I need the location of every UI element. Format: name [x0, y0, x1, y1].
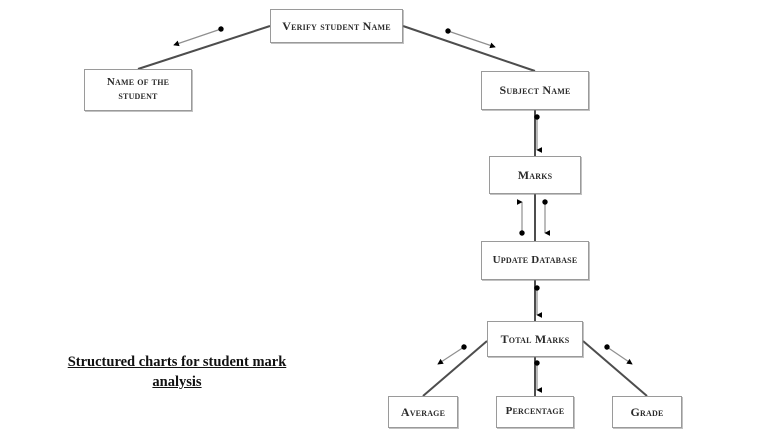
- connector-total-to-average: [422, 340, 488, 397]
- node-label: Grade: [630, 404, 664, 419]
- node-total-marks[interactable]: Total Marks: [487, 321, 583, 357]
- node-label: Marks: [517, 167, 553, 182]
- node-label: Average: [400, 404, 446, 419]
- dataflow-total-to-average: [437, 344, 467, 365]
- node-label: Verify student Name: [282, 18, 391, 33]
- dataflow-verify-to-name: [173, 26, 224, 47]
- node-average[interactable]: Average: [388, 396, 458, 428]
- node-verify-student-name[interactable]: Verify student Name: [270, 9, 403, 43]
- node-subject-name[interactable]: Subject Name: [481, 71, 589, 110]
- node-percentage[interactable]: Percentage: [496, 396, 574, 428]
- diagram-caption-text: Structured charts for student mark analy…: [67, 354, 287, 390]
- node-label: Subject Name: [499, 83, 571, 97]
- diagram-caption: Structured charts for student mark analy…: [52, 353, 302, 392]
- connector-total-to-grade: [582, 340, 648, 397]
- node-label: Name of the student: [106, 76, 170, 102]
- node-label: Update Database: [492, 253, 578, 266]
- dataflow-verify-to-subject: [445, 28, 496, 49]
- connector-verify-to-subject: [402, 25, 536, 72]
- node-name-of-the-student[interactable]: Name of the student: [84, 69, 192, 111]
- node-marks[interactable]: Marks: [489, 156, 581, 194]
- node-update-database[interactable]: Update Database: [481, 241, 589, 280]
- dataflow-total-to-grade: [604, 344, 633, 365]
- connector-verify-to-name: [137, 25, 271, 70]
- node-label: Total Marks: [500, 331, 570, 346]
- node-label: Percentage: [505, 405, 565, 418]
- node-grade[interactable]: Grade: [612, 396, 682, 428]
